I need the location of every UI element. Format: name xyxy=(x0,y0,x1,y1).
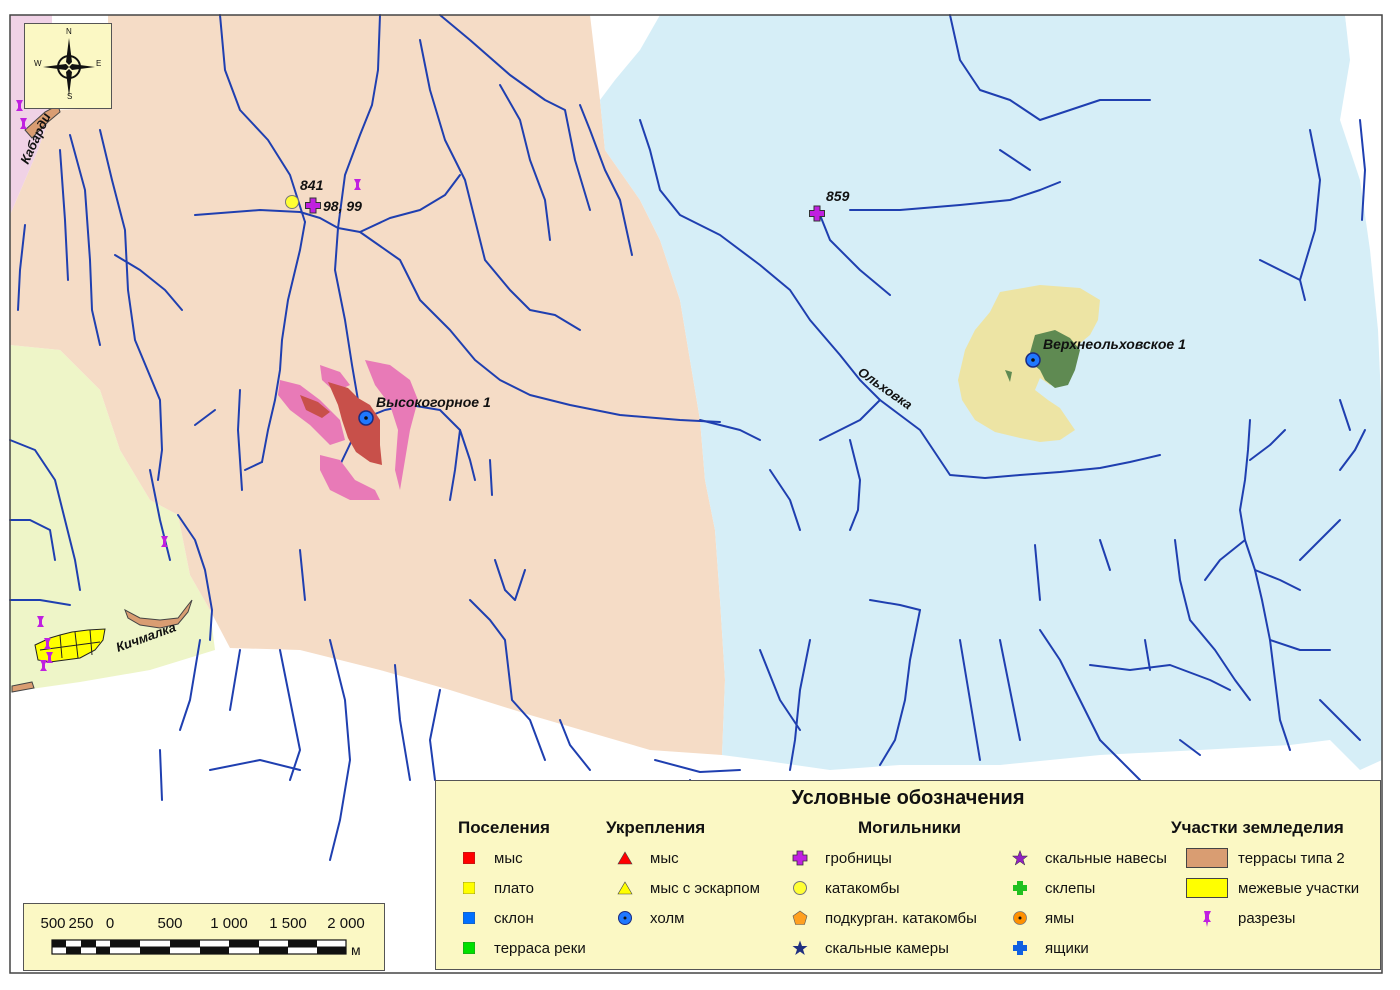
legend-item-label: гробницы xyxy=(825,849,892,867)
blue-square-icon xyxy=(458,907,480,929)
legend-item-label: склепы xyxy=(1045,879,1096,897)
label-98-99: 98, 99 xyxy=(323,198,362,214)
marker-859-tomb[interactable] xyxy=(809,205,825,222)
navy-star-icon xyxy=(789,937,811,959)
zone-peach xyxy=(10,15,725,755)
legend-item: холм xyxy=(614,907,684,929)
map-frame xyxy=(9,14,1383,974)
legend-panel: Условные обозначения Поселения Укреплени… xyxy=(435,780,1381,970)
label-vysokogornoe: Высокогорное 1 xyxy=(376,394,491,410)
river-network xyxy=(9,14,1366,861)
yellow-rect-icon xyxy=(1186,877,1228,899)
red-triangle-icon xyxy=(614,847,636,869)
legend-title: Условные обозначения xyxy=(791,787,1025,809)
legend-item: межевые участки xyxy=(1186,877,1359,899)
site-vysokogornoe-patches xyxy=(278,360,418,500)
legend-item-label: разрезы xyxy=(1238,909,1296,927)
blue-dot-circle-icon xyxy=(614,907,636,929)
legend-item-label: мыс xyxy=(494,849,523,867)
yellow-square-icon xyxy=(458,877,480,899)
zone-lightgreen xyxy=(10,345,215,692)
legend-item-label: ящики xyxy=(1045,939,1089,957)
legend-item-label: склон xyxy=(494,909,534,927)
legend-item: склон xyxy=(458,907,534,929)
zone-white-gap xyxy=(1345,15,1382,200)
legend-item-label: подкурган. катакомбы xyxy=(825,909,977,927)
marker-98-99-tomb[interactable] xyxy=(305,197,321,214)
legend-item: мыс xyxy=(614,847,679,869)
legend-heading-agriculture: Участки земледелия xyxy=(1171,818,1344,837)
label-verkhneolkhovskoe: Верхнеольховское 1 xyxy=(1043,336,1186,352)
legend-heading-settlements: Поселения xyxy=(458,818,550,837)
legend-item-label: мыс с эскарпом xyxy=(650,879,760,897)
scale-bar-graphic xyxy=(51,939,347,955)
scale-bar: 500 250 0 500 1 000 1 500 2 000 м xyxy=(23,903,385,971)
legend-item-label: мыс xyxy=(650,849,679,867)
compass-south-label: S xyxy=(67,92,73,101)
purple-pin-icon xyxy=(1186,907,1228,929)
blue-cross-icon xyxy=(1009,937,1031,959)
legend-item: катакомбы xyxy=(789,877,900,899)
legend-item-label: плато xyxy=(494,879,534,897)
label-859: 859 xyxy=(826,188,850,204)
compass-icon xyxy=(43,38,95,96)
tan-rect-icon xyxy=(1186,847,1228,869)
green-square-icon xyxy=(458,937,480,959)
purple-star-icon xyxy=(1009,847,1031,869)
purple-cross-icon xyxy=(789,847,811,869)
legend-item: плато xyxy=(458,877,534,899)
agri-plots xyxy=(34,628,106,663)
section-pins xyxy=(16,100,361,671)
agri-terraces xyxy=(11,104,193,693)
legend-item-label: скальные навесы xyxy=(1045,849,1167,867)
legend-item-label: террасы типа 2 xyxy=(1238,849,1345,867)
marker-vysokogornoe-hill[interactable] xyxy=(358,410,374,426)
legend-item: склепы xyxy=(1009,877,1095,899)
scale-tick-label: 0 xyxy=(105,915,115,932)
orange-dot-circle-icon xyxy=(1009,907,1031,929)
legend-item: гробницы xyxy=(789,847,892,869)
legend-item: скальные навесы xyxy=(1009,847,1167,869)
marker-841-catacomb[interactable] xyxy=(285,195,299,209)
compass-west-label: W xyxy=(34,59,42,68)
legend-item-label: катакомбы xyxy=(825,879,900,897)
compass-rose: N S E W xyxy=(24,23,112,109)
legend-item: мыс с эскарпом xyxy=(614,877,760,899)
green-cross-icon xyxy=(1009,877,1031,899)
scale-tick-label: 1 000 xyxy=(210,915,248,932)
label-841: 841 xyxy=(300,177,324,193)
legend-item-label: ямы xyxy=(1045,909,1075,927)
compass-north-label: N xyxy=(66,27,72,36)
legend-item: терраса реки xyxy=(458,937,586,959)
legend-item-label: терраса реки xyxy=(494,939,586,957)
zone-white-gap xyxy=(590,15,660,100)
legend-item: ямы xyxy=(1009,907,1074,929)
legend-item-label: межевые участки xyxy=(1238,879,1360,897)
legend-item: разрезы xyxy=(1186,907,1295,929)
red-square-icon xyxy=(458,847,480,869)
legend-heading-fortifications: Укрепления xyxy=(606,818,706,837)
scale-tick-label: 2 000 xyxy=(327,915,365,932)
legend-item: ящики xyxy=(1009,937,1089,959)
legend-heading-burials: Могильники xyxy=(858,818,962,837)
yellow-circle-icon xyxy=(789,877,811,899)
compass-east-label: E xyxy=(96,59,102,68)
scale-unit: м xyxy=(351,942,361,958)
legend-item: мыс xyxy=(458,847,523,869)
scale-tick-label: 250 xyxy=(68,915,94,932)
legend-item: террасы типа 2 xyxy=(1186,847,1345,869)
legend-item-label: скальные камеры xyxy=(825,939,949,957)
orange-pentagon-icon xyxy=(789,907,811,929)
legend-item: скальные камеры xyxy=(789,937,949,959)
scale-tick-label: 1 500 xyxy=(269,915,307,932)
yellow-triangle-icon xyxy=(614,877,636,899)
legend-item-label: холм xyxy=(650,909,685,927)
legend-item: подкурган. катакомбы xyxy=(789,907,977,929)
scale-tick-label: 500 xyxy=(157,915,183,932)
marker-verkhneolkhovskoe-hill[interactable] xyxy=(1025,352,1041,368)
scale-tick-label: 500 xyxy=(40,915,66,932)
